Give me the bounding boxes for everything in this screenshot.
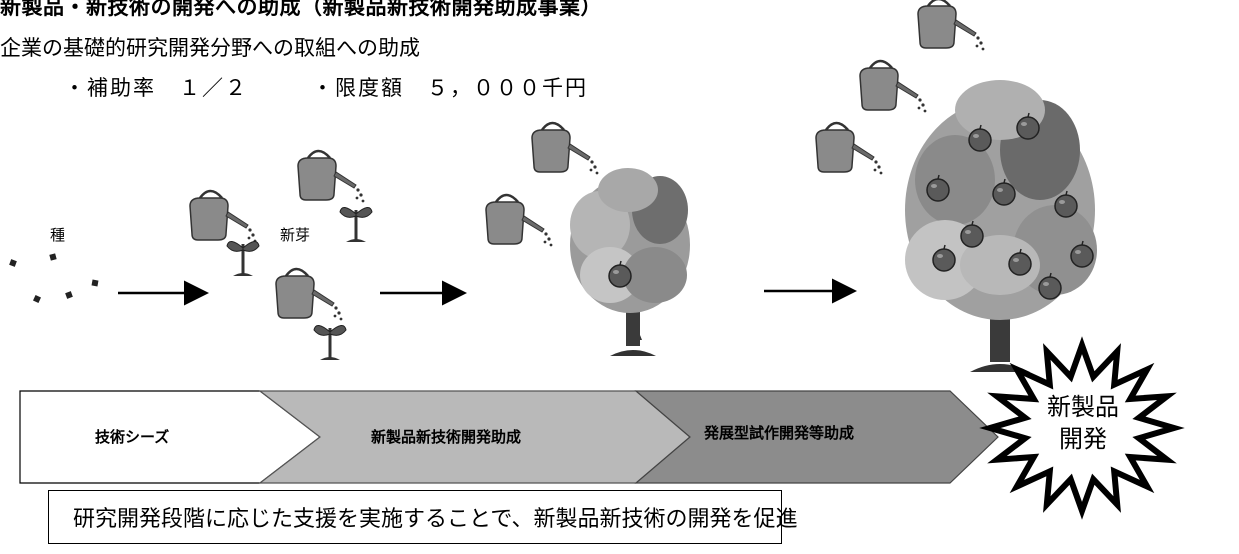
small-tree-icon — [570, 168, 690, 356]
result-line-2: 開発 — [1059, 425, 1107, 453]
result-line-1: 新製品 — [1047, 393, 1119, 421]
sprout-label: 新芽 — [280, 226, 311, 244]
stage-label: 発展型試作開発等助成 — [703, 424, 854, 442]
new-product-burst-icon — [979, 336, 1185, 520]
program-description: 企業の基礎的研究開発分野への取組への助成 — [0, 36, 420, 60]
stage-label: 技術シーズ — [95, 428, 169, 446]
stage-advanced-prototype-grant: 発展型試作開発等助成 — [634, 390, 999, 484]
seed-icon — [9, 253, 99, 303]
summary-box: 研究開発段階に応じた支援を実施することで、新製品新技術の開発を促進 — [48, 490, 797, 544]
watering-can-icon — [188, 149, 366, 322]
limit-amount: ・限度額 ５，０００千円 — [312, 76, 588, 100]
stage-technology-seeds: 技術シーズ — [19, 390, 321, 484]
seed-label: 種 — [50, 226, 66, 244]
result-label: 新製品 開発 — [1028, 391, 1138, 455]
page-title: 新製品・新技術の開発への助成（新製品新技術開発助成事業） — [0, 0, 602, 19]
summary-text: 研究開発段階に応じた支援を実施することで、新製品新技術の開発を促進 — [73, 507, 798, 532]
stage-new-product-grant: 新製品新技術開発助成 — [258, 390, 691, 484]
large-tree-icon — [905, 80, 1097, 372]
stage-label: 新製品新技術開発助成 — [371, 428, 521, 446]
subsidy-rate: ・補助率 １／２ — [64, 76, 248, 100]
